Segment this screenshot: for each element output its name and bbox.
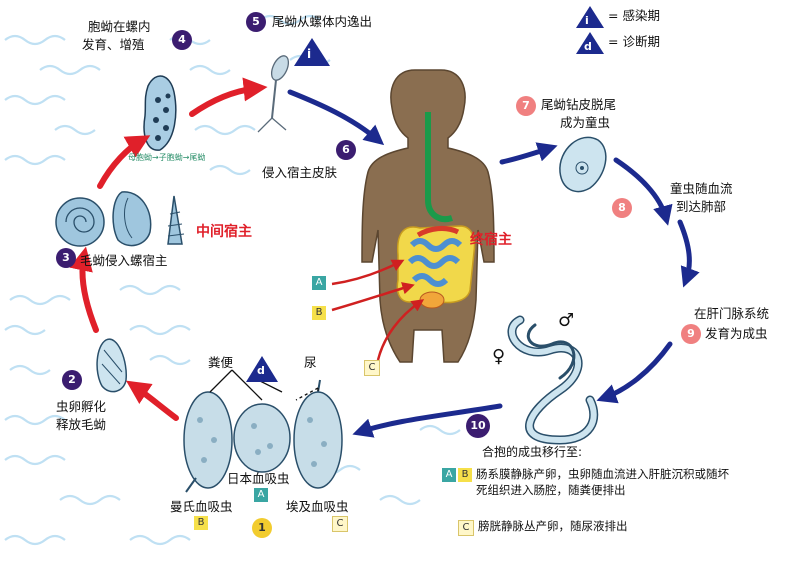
legend-infective-label: = 感染期 (608, 8, 660, 23)
note-ab-line2: 死组织进入肠腔，随粪便排出 (476, 483, 626, 497)
stage9-number: 9 (681, 324, 701, 344)
schistosomulum-image (559, 136, 607, 193)
stage4-line2: 发育、增殖 (82, 37, 145, 52)
stage8-number: 8 (612, 198, 632, 218)
intermediate-host-label: 中间宿主 (196, 224, 252, 240)
intestines (396, 225, 476, 309)
stage2-line2: 释放毛蚴 (56, 417, 107, 432)
note-tag-a: A (442, 468, 456, 482)
stage9-line2: 发育为成虫 (705, 326, 768, 341)
note-tag-c: C (458, 520, 474, 536)
excreta-lines (209, 369, 319, 401)
stage10-text: 合抱的成虫移行至: (482, 445, 583, 459)
egg-haematobium-tag: C (332, 516, 348, 532)
stage5-number: 5 (246, 12, 266, 32)
body-site-arrows (331, 259, 425, 361)
stage2-number: 2 (62, 370, 82, 390)
egg-japonicum-label: 日本血吸虫 (227, 471, 290, 486)
site-tag-b: B (312, 306, 326, 320)
legend-triangles (246, 6, 604, 382)
blue-cycle-arrows (287, 89, 700, 438)
stage6-number: 6 (336, 140, 356, 160)
egg-images (183, 379, 343, 493)
stage1-number: 1 (252, 518, 272, 538)
diagnostic-marker: d (257, 364, 265, 377)
esophagus (425, 112, 453, 222)
legend-diagnostic-label: = 诊断期 (608, 34, 660, 49)
definitive-host-label: 终宿主 (470, 232, 512, 248)
stage5-text: 尾蚴从螺体内逸出 (272, 14, 373, 29)
egg-japonicum-tag: A (254, 488, 268, 502)
stage3-number: 3 (56, 248, 76, 268)
stage7-line2: 成为童虫 (560, 115, 611, 130)
legend-diagnostic-symbol: d (584, 40, 592, 53)
stage6-text: 侵入宿主皮肤 (262, 165, 338, 180)
stage4-number: 4 (172, 30, 192, 50)
male-symbol: ♂ (558, 310, 575, 331)
stage8-line1: 童虫随血流 (670, 181, 733, 196)
egg-haematobium-label: 埃及血吸虫 (286, 499, 349, 514)
site-tag-a: A (312, 276, 326, 290)
female-symbol: ♀ (492, 346, 506, 367)
infective-marker: i (307, 47, 312, 61)
red-cycle-arrows (69, 77, 268, 421)
stage9-line1: 在肝门脉系统 (694, 306, 770, 321)
stage7-line1: 尾蚴钻皮脱尾 (541, 97, 617, 112)
urine-label: 尿 (304, 355, 317, 370)
egg-mansoni-tag: B (194, 516, 208, 530)
snail-images (55, 191, 185, 247)
legend-infective-symbol: i (585, 14, 589, 27)
site-tag-c: C (364, 360, 380, 376)
stage3-text: 毛蚴侵入螺宿主 (80, 253, 168, 268)
stage10-number: 10 (466, 414, 490, 438)
stage4-line1: 胞蚴在螺内 (88, 19, 151, 34)
stage8-line2: 到达肺部 (676, 199, 727, 214)
adult-worms-image (507, 315, 599, 445)
cercaria-image (257, 55, 290, 133)
sporocyst-image (143, 75, 177, 151)
stage7-number: 7 (516, 96, 536, 116)
note-tag-b: B (458, 468, 472, 482)
feces-label: 粪便 (208, 355, 234, 370)
miracidium-image (96, 338, 127, 393)
egg-mansoni-label: 曼氏血吸虫 (170, 499, 233, 514)
note-c: 膀胱静脉丛产卵，随尿液排出 (478, 519, 628, 533)
sporocyst-chain: 母胞蚴→子胞蚴→尾蚴 (128, 153, 206, 162)
note-ab-line1: 肠系膜静脉产卵，虫卵随血流进入肝脏沉积或随坏 (476, 467, 729, 481)
stage2-line1: 虫卵孵化 (56, 399, 107, 414)
